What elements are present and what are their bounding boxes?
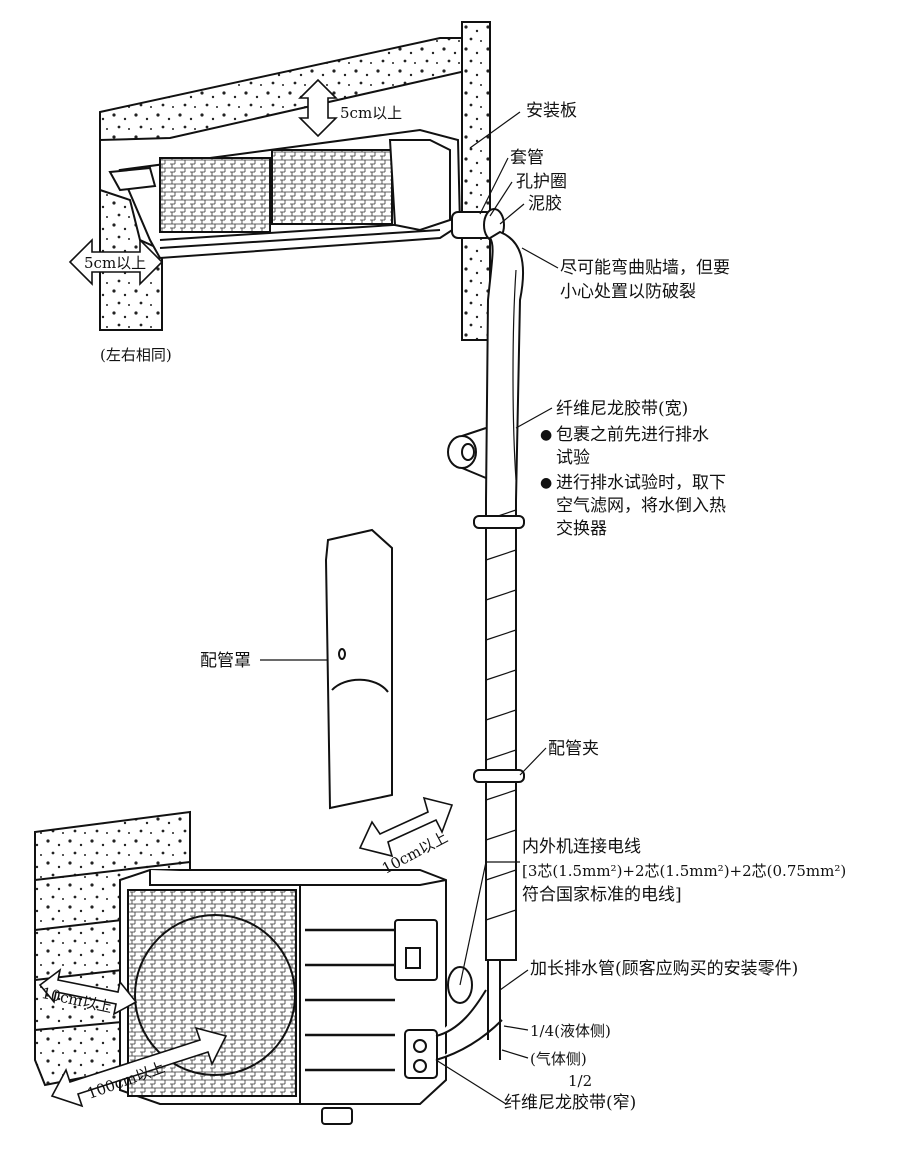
pipe-cover	[324, 528, 393, 810]
label-pipe-clamp: 配管夹	[548, 739, 599, 759]
service-valves	[404, 966, 503, 1079]
bullet-icon: ●	[540, 475, 553, 491]
label-half: 1/2	[568, 1072, 593, 1090]
pipe-wrap-bands	[485, 269, 517, 921]
label-tape-narrow: 纤维尼龙胶带(窄)	[504, 1093, 637, 1113]
label-cable-3: 符合国家标准的电线]	[522, 885, 682, 905]
side-clearance-arrow	[68, 238, 164, 286]
label-putty: 泥胶	[528, 194, 562, 214]
outdoor-top-clearance-arrow	[358, 796, 454, 858]
label-filter-3: 交换器	[556, 519, 607, 539]
label-liquid-side: 1/4(液体侧)	[530, 1022, 611, 1040]
label-cable-1: 内外机连接电线	[522, 837, 641, 857]
label-bend-note-1: 尽可能弯曲贴墙，但要	[560, 258, 730, 278]
leader-lines	[260, 111, 559, 1105]
right-wall	[461, 21, 491, 341]
drain-extension	[487, 960, 501, 1060]
label-side-clearance: 5cm以上	[84, 254, 147, 272]
label-tape-wide: 纤维尼龙胶带(宽)	[556, 399, 689, 419]
label-same-left-right: (左右相同)	[100, 346, 172, 364]
tape-roll	[447, 427, 487, 479]
outdoor-left-clearance-arrow	[38, 968, 138, 1016]
label-drain-test-1: 包裹之前先进行排水	[556, 425, 709, 445]
label-mounting-plate: 安装板	[526, 101, 577, 121]
label-filter-2: 空气滤网，将水倒入热	[556, 496, 726, 516]
outdoor-unit	[119, 869, 447, 1105]
label-pipe-cover: 配管罩	[200, 651, 251, 671]
outdoor-front-clearance-arrow	[50, 1026, 228, 1108]
pipe-bundle	[485, 230, 524, 961]
label-filter-1: 进行排水试验时，取下	[556, 473, 726, 493]
pipe-clamps	[473, 515, 525, 783]
label-drain-test-2: 试验	[556, 448, 590, 468]
bullet-icon: ●	[540, 427, 553, 443]
outdoor-feet	[321, 1107, 353, 1125]
label-sleeve: 套管	[510, 148, 544, 168]
label-drain-extension: 加长排水管(顾客应购买的安装零件)	[530, 959, 799, 979]
label-top-clearance: 5cm以上	[340, 104, 403, 122]
label-cable-2: [3芯(1.5mm²)+2芯(1.5mm²)+2芯(0.75mm²)	[522, 862, 847, 880]
top-clearance-arrow	[298, 78, 338, 138]
label-gas-side: (气体侧)	[530, 1050, 587, 1068]
indoor-unit	[108, 128, 462, 260]
label-grommet: 孔护圈	[516, 172, 567, 192]
label-bend-note-2: 小心处置以防破裂	[560, 282, 696, 302]
